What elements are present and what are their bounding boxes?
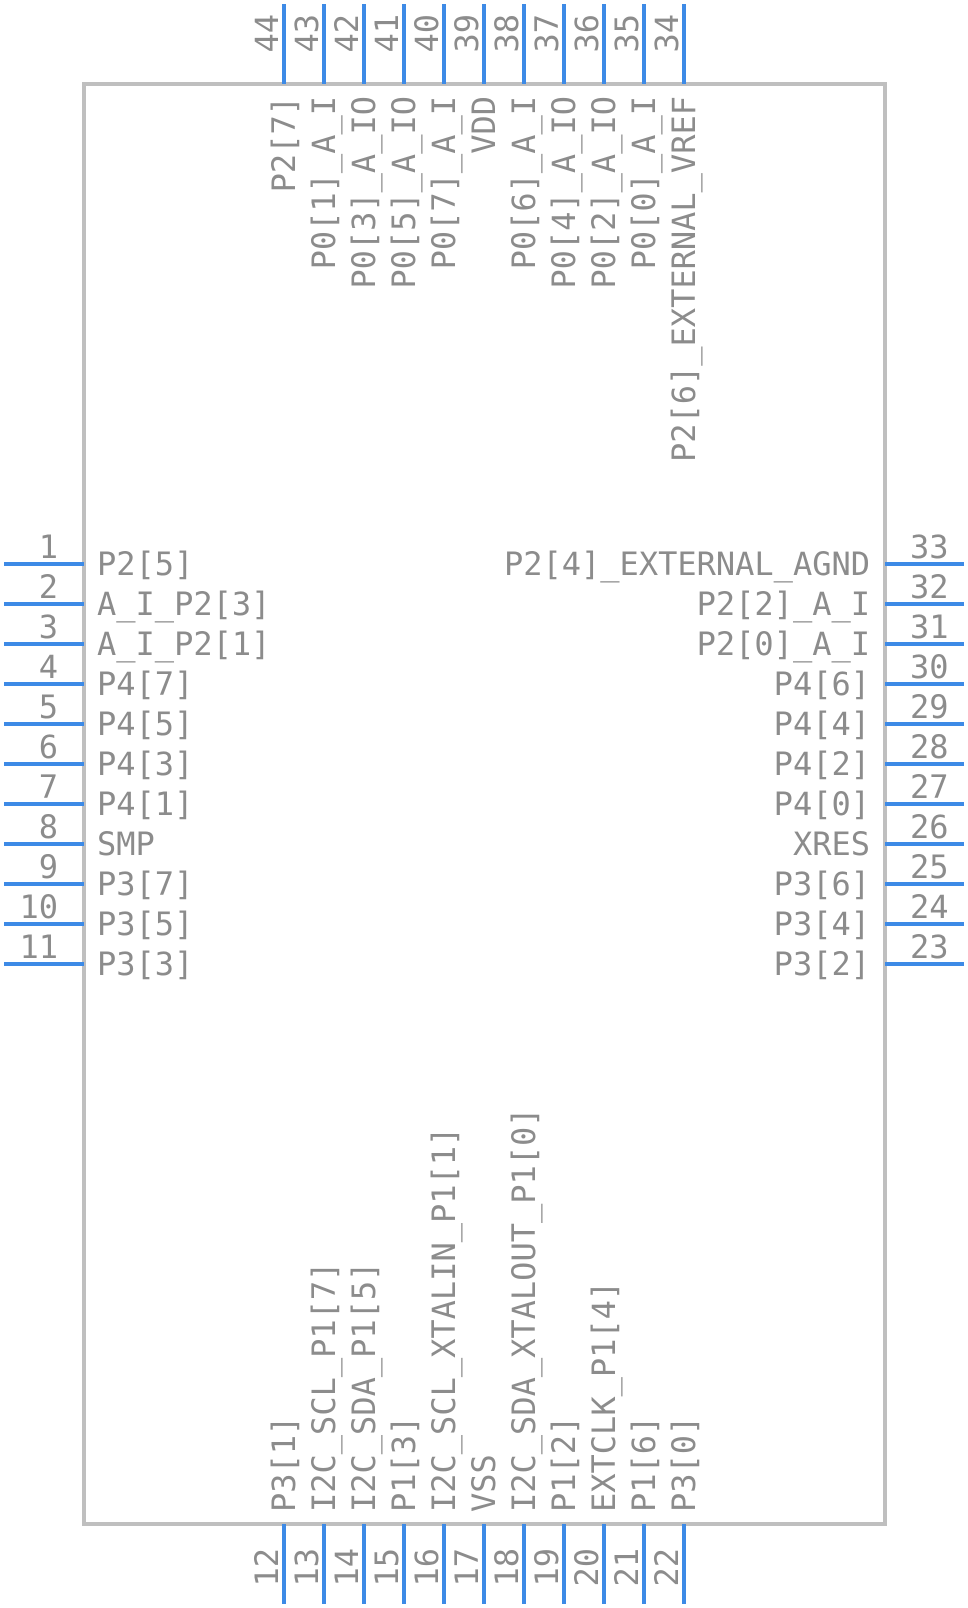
pin-number-8: 8 bbox=[39, 808, 58, 846]
pin-name-26: XRES bbox=[793, 825, 870, 863]
pin-name-14: I2C_SDA_P1[5] bbox=[345, 1262, 383, 1512]
pin-number-10: 10 bbox=[19, 888, 58, 926]
pin-number-39: 39 bbox=[448, 14, 486, 53]
pin-name-37: P0[4]_A_IO bbox=[545, 96, 583, 289]
pin-number-29: 29 bbox=[910, 688, 949, 726]
pin-number-22: 22 bbox=[648, 1548, 686, 1587]
pin-name-44: P2[7] bbox=[265, 96, 303, 192]
pin-name-38: P0[6]_A_I bbox=[505, 96, 543, 269]
pin-name-5: P4[5] bbox=[97, 705, 193, 743]
pin-number-2: 2 bbox=[39, 568, 58, 606]
pin-name-32: P2[2]_A_I bbox=[697, 585, 870, 623]
pin-number-5: 5 bbox=[39, 688, 58, 726]
pin-number-20: 20 bbox=[568, 1548, 606, 1587]
pin-name-20: EXTCLK_P1[4] bbox=[585, 1281, 623, 1512]
pin-name-23: P3[2] bbox=[774, 945, 870, 983]
pin-name-19: P1[2] bbox=[545, 1416, 583, 1512]
pin-number-32: 32 bbox=[910, 568, 949, 606]
pin-number-15: 15 bbox=[368, 1548, 406, 1587]
pin-number-4: 4 bbox=[39, 648, 58, 686]
pin-number-14: 14 bbox=[328, 1548, 366, 1587]
pin-name-34: P2[6]_EXTERNAL_VREF bbox=[665, 96, 703, 462]
pin-number-6: 6 bbox=[39, 728, 58, 766]
pin-name-43: P0[1]_A_I bbox=[305, 96, 343, 269]
pin-name-31: P2[0]_A_I bbox=[697, 625, 870, 663]
pin-name-7: P4[1] bbox=[97, 785, 193, 823]
pin-number-11: 11 bbox=[19, 928, 58, 966]
pin-number-7: 7 bbox=[39, 768, 58, 806]
pin-number-19: 19 bbox=[528, 1548, 566, 1587]
pin-name-39: VDD bbox=[465, 96, 503, 154]
pin-number-13: 13 bbox=[288, 1548, 326, 1587]
pin-name-17: VSS bbox=[465, 1454, 503, 1512]
pin-number-38: 38 bbox=[488, 14, 526, 53]
pin-name-22: P3[0] bbox=[665, 1416, 703, 1512]
pin-number-36: 36 bbox=[568, 14, 606, 53]
pin-number-35: 35 bbox=[608, 14, 646, 53]
pin-number-43: 43 bbox=[288, 14, 326, 53]
pin-name-33: P2[4]_EXTERNAL_AGND bbox=[504, 545, 870, 583]
component-body bbox=[82, 82, 887, 1526]
pin-name-11: P3[3] bbox=[97, 945, 193, 983]
pin-number-23: 23 bbox=[910, 928, 949, 966]
pin-name-18: I2C_SDA_XTALOUT_P1[0] bbox=[505, 1107, 543, 1512]
pin-name-40: P0[7]_A_I bbox=[425, 96, 463, 269]
pin-name-29: P4[4] bbox=[774, 705, 870, 743]
pin-number-27: 27 bbox=[910, 768, 949, 806]
pin-number-33: 33 bbox=[910, 528, 949, 566]
pin-name-42: P0[3]_A_IO bbox=[345, 96, 383, 289]
pin-number-41: 41 bbox=[368, 14, 406, 53]
pin-name-9: P3[7] bbox=[97, 865, 193, 903]
pin-name-24: P3[4] bbox=[774, 905, 870, 943]
pin-name-3: A_I_P2[1] bbox=[97, 625, 270, 663]
pin-name-30: P4[6] bbox=[774, 665, 870, 703]
pin-number-26: 26 bbox=[910, 808, 949, 846]
pin-number-28: 28 bbox=[910, 728, 949, 766]
pin-name-10: P3[5] bbox=[97, 905, 193, 943]
pin-name-21: P1[6] bbox=[625, 1416, 663, 1512]
pin-number-12: 12 bbox=[248, 1548, 286, 1587]
pin-number-16: 16 bbox=[408, 1548, 446, 1587]
pin-name-41: P0[5]_A_IO bbox=[385, 96, 423, 289]
pin-number-1: 1 bbox=[39, 528, 58, 566]
pin-name-28: P4[2] bbox=[774, 745, 870, 783]
pin-name-15: P1[3] bbox=[385, 1416, 423, 1512]
pin-name-13: I2C_SCL_P1[7] bbox=[305, 1262, 343, 1512]
pin-number-3: 3 bbox=[39, 608, 58, 646]
pin-name-2: A_I_P2[3] bbox=[97, 585, 270, 623]
pin-number-34: 34 bbox=[648, 14, 686, 53]
pin-number-18: 18 bbox=[488, 1548, 526, 1587]
pin-number-42: 42 bbox=[328, 14, 366, 53]
pin-number-30: 30 bbox=[910, 648, 949, 686]
pin-name-25: P3[6] bbox=[774, 865, 870, 903]
pin-name-35: P0[0]_A_I bbox=[625, 96, 663, 269]
pin-name-6: P4[3] bbox=[97, 745, 193, 783]
pin-number-24: 24 bbox=[910, 888, 949, 926]
pin-name-36: P0[2]_A_IO bbox=[585, 96, 623, 289]
pin-name-27: P4[0] bbox=[774, 785, 870, 823]
pin-number-37: 37 bbox=[528, 14, 566, 53]
pin-number-31: 31 bbox=[910, 608, 949, 646]
pin-number-9: 9 bbox=[39, 848, 58, 886]
pin-name-8: SMP bbox=[97, 825, 155, 863]
pin-name-4: P4[7] bbox=[97, 665, 193, 703]
pin-number-25: 25 bbox=[910, 848, 949, 886]
pin-number-44: 44 bbox=[248, 14, 286, 53]
pin-number-21: 21 bbox=[608, 1548, 646, 1587]
pin-name-1: P2[5] bbox=[97, 545, 193, 583]
pin-name-12: P3[1] bbox=[265, 1416, 303, 1512]
pin-number-17: 17 bbox=[448, 1548, 486, 1587]
pin-name-16: I2C_SCL_XTALIN_P1[1] bbox=[425, 1127, 463, 1512]
pin-number-40: 40 bbox=[408, 14, 446, 53]
